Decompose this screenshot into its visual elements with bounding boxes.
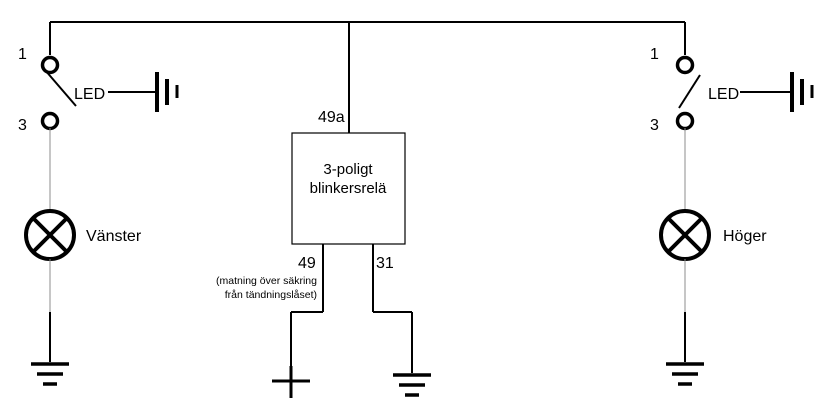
left-lamp-symbol: [24, 209, 76, 261]
right-led-ground-symbol: [790, 72, 814, 112]
right-lamp-symbol: [659, 209, 711, 261]
right-lamp-label: Höger: [723, 228, 767, 245]
positive-supply-symbol: [272, 366, 310, 398]
supply-note-line1: (matning över säkring: [216, 275, 317, 287]
right-terminal-1-label: 1: [650, 46, 659, 63]
left-led-ground-symbol: [155, 72, 179, 112]
left-lamp-label: Vänster: [86, 228, 142, 245]
left-terminal-1: [40, 55, 60, 75]
left-terminal-1-label: 1: [18, 46, 27, 63]
relay-pin-49a-label: 49a: [318, 109, 345, 126]
right-terminal-3: [675, 111, 695, 131]
left-ground-symbol: [31, 362, 69, 386]
left-led-label: LED: [74, 86, 105, 103]
right-ground-symbol: [666, 362, 704, 386]
relay-pin-49-label: 49: [298, 255, 316, 272]
right-terminal-3-label: 3: [650, 117, 659, 134]
right-terminal-1: [675, 55, 695, 75]
left-branch: 1 3 LED Vänster: [18, 22, 179, 386]
right-switch-blade: [678, 74, 701, 109]
relay-ground-symbol: [393, 373, 431, 397]
supply-note-line2: från tändningslåset): [225, 289, 317, 301]
relay-title-line2: blinkersrelä: [310, 180, 387, 197]
top-bus: [50, 21, 685, 133]
right-led-label: LED: [708, 86, 739, 103]
relay: 3-poligt blinkersrelä 49a 49 (matning öv…: [216, 109, 431, 398]
relay-pin-31-label: 31: [376, 255, 394, 272]
left-terminal-3-label: 3: [18, 117, 27, 134]
left-switch-blade: [44, 69, 77, 107]
relay-box: [291, 132, 406, 245]
right-branch: 1 3 LED Höger: [650, 22, 814, 386]
left-terminal-3: [40, 111, 60, 131]
relay-title-line1: 3-poligt: [323, 161, 373, 178]
